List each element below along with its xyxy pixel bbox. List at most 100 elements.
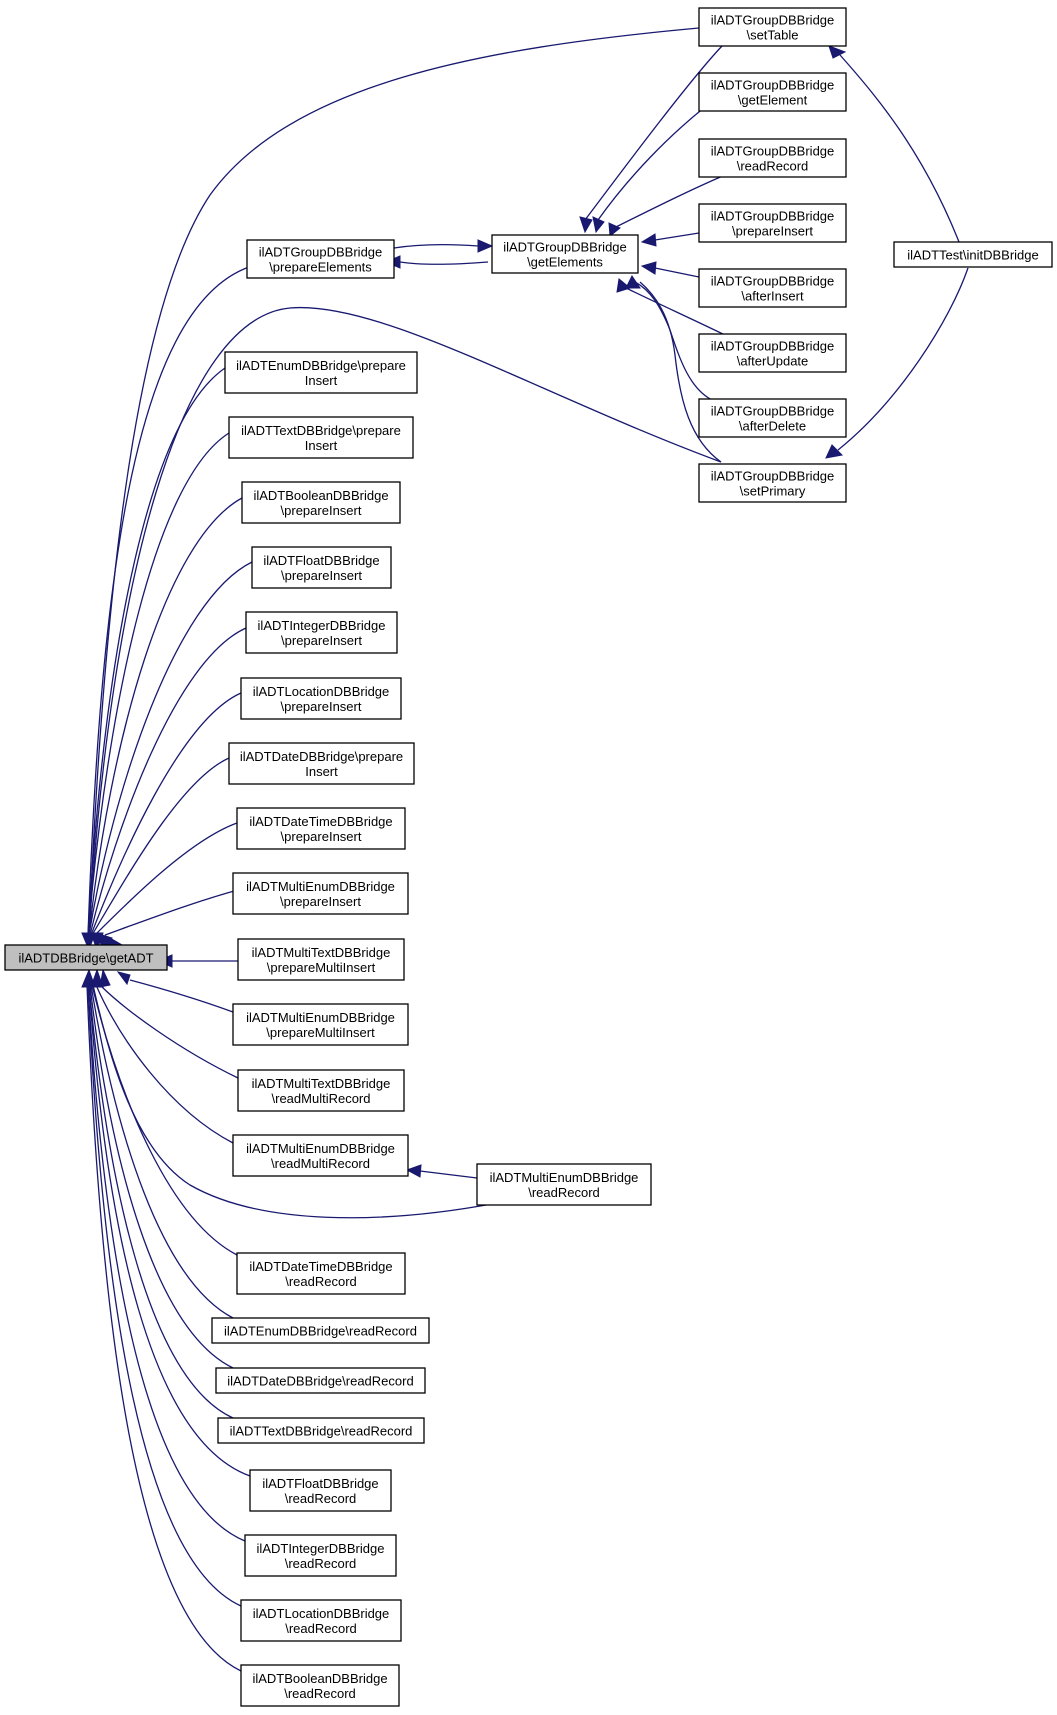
node-label-line: \prepareInsert: [281, 829, 362, 844]
edge-test_init-grp_setPrimary: [837, 267, 969, 451]
arrowhead-root-bottom-b: [81, 968, 96, 988]
node-label-line: \readRecord: [285, 1621, 357, 1636]
node-box: [893, 241, 1053, 268]
node-grp-getElements[interactable]: ilADTGroupDBBridge\getElements: [491, 234, 639, 274]
node-label-line: ilADTTest\initDBBridge: [907, 248, 1039, 263]
node-label-line: \prepareMultiInsert: [266, 1025, 375, 1040]
node-bool-readRecord[interactable]: ilADTBooleanDBBridge\readRecord: [240, 1664, 400, 1707]
node-label-line: ilADTTextDBBridge\readRecord: [230, 1424, 413, 1439]
arrowhead-setPrimary: [825, 444, 844, 459]
node-label-line: \setTable: [746, 28, 798, 43]
node-label-line: ilADTDateTimeDBBridge: [249, 1259, 392, 1274]
node-text-prepareInsert[interactable]: ilADTTextDBBridge\prepareInsert: [228, 416, 414, 459]
node-box: [240, 677, 402, 720]
node-box: [698, 463, 847, 503]
node-text-readRecord[interactable]: ilADTTextDBBridge\readRecord: [217, 1417, 425, 1444]
edge-loc_readRecord-root: [87, 984, 242, 1607]
node-loc-prepareInsert[interactable]: ilADTLocationDBBridge\prepareInsert: [240, 677, 402, 720]
node-label-line: ilADTGroupDBBridge: [711, 144, 835, 159]
node-box: [217, 1417, 425, 1444]
node-int-prepareInsert[interactable]: ilADTIntegerDBBridge\prepareInsert: [245, 611, 398, 654]
node-bool-prepareInsert[interactable]: ilADTBooleanDBBridge\prepareInsert: [241, 481, 401, 524]
arrowhead-getElements-right-a: [640, 233, 657, 247]
node-label-line: ilADTGroupDBBridge: [711, 13, 835, 28]
arrowhead-getElements-bottom-b: [625, 275, 641, 289]
node-label-line: \readRecord: [285, 1491, 357, 1506]
node-label-line: ilADTIntegerDBBridge: [257, 1541, 385, 1556]
node-label-line: Insert: [305, 438, 338, 453]
node-date-readRecord[interactable]: ilADTDateDBBridge\readRecord: [215, 1367, 426, 1394]
nodes-layer: ilADTDBBridge\getADTilADTGroupDBBridge\s…: [4, 7, 1053, 1707]
arrowhead-getElements-left: [477, 239, 494, 253]
edge-mtext_readMultiRecord-root: [99, 984, 239, 1079]
node-enum-prepareInsert[interactable]: ilADTEnumDBBridge\prepareInsert: [224, 351, 418, 394]
edge-int_prepareInsert-root: [89, 627, 247, 936]
edge-dt_prepareInsert-root: [94, 822, 238, 936]
node-box: [698, 138, 847, 178]
node-menum-readMultiRecord[interactable]: ilADTMultiEnumDBBridge\readMultiRecord: [232, 1134, 409, 1177]
node-label-line: ilADTGroupDBBridge: [711, 339, 835, 354]
edge-int_readRecord-root: [87, 984, 246, 1542]
node-grp-prepareInsert[interactable]: ilADTGroupDBBridge\prepareInsert: [698, 203, 847, 243]
node-label-line: ilADTMultiEnumDBBridge: [490, 1170, 639, 1185]
node-label-line: ilADTGroupDBBridge: [711, 274, 835, 289]
node-float-readRecord[interactable]: ilADTFloatDBBridge\readRecord: [249, 1469, 392, 1512]
node-loc-readRecord[interactable]: ilADTLocationDBBridge\readRecord: [240, 1599, 402, 1642]
edge-grp_setTable-grp_getElements: [584, 45, 723, 221]
node-label-line: \readRecord: [285, 1556, 357, 1571]
node-menum-readRecord[interactable]: ilADTMultiEnumDBBridge\readRecord: [476, 1163, 652, 1206]
edge-grp_setTable-root: [88, 27, 700, 936]
node-enum-readRecord[interactable]: ilADTEnumDBBridge\readRecord: [211, 1317, 430, 1344]
node-label-line: ilADTGroupDBBridge: [503, 240, 627, 255]
node-label-line: \prepareInsert: [281, 503, 362, 518]
edge-bool_prepareInsert-root: [88, 497, 243, 936]
arrowhead-root-bottom-c: [90, 968, 104, 988]
edge-grp_prepareInsert-grp_getElements: [654, 232, 700, 241]
node-test-init[interactable]: ilADTTest\initDBBridge: [893, 241, 1053, 268]
node-grp-setTable[interactable]: ilADTGroupDBBridge\setTable: [698, 7, 847, 47]
node-grp-prepareElements[interactable]: ilADTGroupDBBridge\prepareElements: [246, 239, 395, 279]
edge-date_prepareInsert-root: [91, 757, 230, 936]
edges-layer: [86, 27, 969, 1672]
node-label-line: \readRecord: [285, 1274, 357, 1289]
edge-grp_prepareElements-grp_getElements: [393, 244, 479, 249]
node-int-readRecord[interactable]: ilADTIntegerDBBridge\readRecord: [244, 1534, 397, 1577]
edge-grp_setPrimary-grp_getElements: [639, 281, 722, 463]
node-grp-getElement[interactable]: ilADTGroupDBBridge\getElement: [698, 72, 847, 112]
node-label-line: ilADTLocationDBBridge: [253, 1606, 390, 1621]
node-label-line: ilADTMultiTextDBBridge: [252, 1076, 391, 1091]
edge-grp_afterInsert-grp_getElements: [654, 267, 700, 278]
node-root[interactable]: ilADTDBBridge\getADT: [4, 944, 168, 971]
node-date-prepareInsert[interactable]: ilADTDateDBBridge\prepareInsert: [228, 742, 415, 785]
node-grp-setPrimary[interactable]: ilADTGroupDBBridge\setPrimary: [698, 463, 847, 503]
node-menum-prepareMultiInsert[interactable]: ilADTMultiEnumDBBridge\prepareMultiInser…: [232, 1003, 409, 1046]
node-label-line: ilADTBooleanDBBridge: [253, 488, 388, 503]
node-box: [215, 1367, 426, 1394]
node-dt-readRecord[interactable]: ilADTDateTimeDBBridge\readRecord: [236, 1252, 406, 1295]
node-grp-readRecord[interactable]: ilADTGroupDBBridge\readRecord: [698, 138, 847, 178]
node-float-prepareInsert[interactable]: ilADTFloatDBBridge\prepareInsert: [251, 546, 392, 589]
node-mtext-readMultiRecord[interactable]: ilADTMultiTextDBBridge\readMultiRecord: [237, 1069, 405, 1112]
node-box: [224, 351, 418, 394]
node-box: [228, 416, 414, 459]
node-label-line: ilADTFloatDBBridge: [263, 553, 379, 568]
node-label-line: ilADTMultiEnumDBBridge: [246, 879, 395, 894]
node-grp-afterInsert[interactable]: ilADTGroupDBBridge\afterInsert: [698, 268, 847, 308]
node-label-line: \prepareInsert: [280, 894, 361, 909]
node-label-line: ilADTDateTimeDBBridge: [249, 814, 392, 829]
edge-float_readRecord-root: [88, 984, 251, 1477]
node-mtext-prepareMultiInsert[interactable]: ilADTMultiTextDBBridge\prepareMultiInser…: [237, 938, 405, 981]
node-box: [698, 268, 847, 308]
node-grp-afterDelete[interactable]: ilADTGroupDBBridge\afterDelete: [698, 398, 847, 438]
edge-date_readRecord-root: [89, 984, 234, 1369]
node-label-line: ilADTMultiEnumDBBridge: [246, 1141, 395, 1156]
node-menum-prepareInsert[interactable]: ilADTMultiEnumDBBridge\prepareInsert: [232, 872, 409, 915]
node-grp-afterUpdate[interactable]: ilADTGroupDBBridge\afterUpdate: [698, 333, 847, 373]
node-dt-prepareInsert[interactable]: ilADTDateTimeDBBridge\prepareInsert: [236, 807, 406, 850]
node-box: [476, 1163, 652, 1206]
arrowhead-getElements-top-a: [579, 216, 593, 234]
edge-menum_readMultiRecord-root: [95, 984, 234, 1144]
node-label-line: ilADTDBBridge\getADT: [18, 951, 153, 966]
node-box: [240, 1599, 402, 1642]
